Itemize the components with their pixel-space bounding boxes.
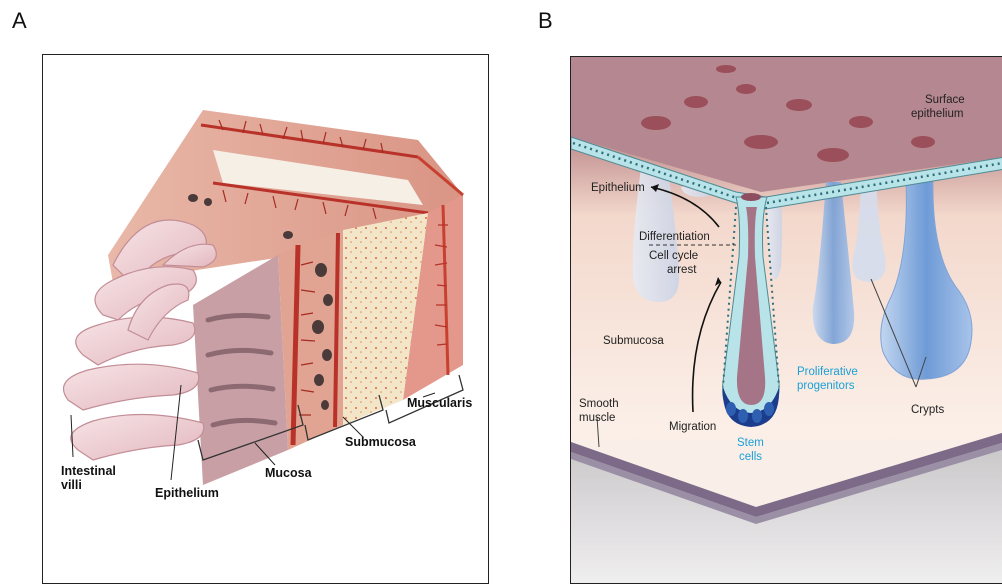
label-stem-cells-2: cells: [739, 451, 762, 463]
label-proliferative-progenitors: Proliferative: [797, 366, 858, 378]
panel-letter-b: B: [538, 8, 553, 34]
label-epithelium-b: Epithelium: [591, 182, 645, 194]
intestinal-villi: [64, 220, 217, 460]
label-intestinal-villi: Intestinal: [61, 464, 116, 478]
label-mucosa: Mucosa: [265, 466, 313, 480]
panel-a-frame: Intestinal villi Epithelium Mucosa Submu…: [42, 54, 489, 584]
label-stem-cells: Stem: [737, 437, 764, 449]
label-differentiation: Differentiation: [639, 231, 710, 243]
label-smooth-muscle-2: muscle: [579, 412, 615, 424]
label-surface-epithelium: Surface: [925, 94, 965, 106]
intestinal-crypt-diagram: Surface epithelium Epithelium Differenti…: [571, 57, 1002, 584]
label-cell-cycle-arrest-2: arrest: [667, 264, 697, 276]
label-crypts: Crypts: [911, 404, 944, 416]
label-submucosa-b: Submucosa: [603, 335, 664, 347]
panel-letter-a: A: [12, 8, 27, 34]
label-smooth-muscle: Smooth: [579, 398, 619, 410]
panel-b-frame: Surface epithelium Epithelium Differenti…: [570, 56, 1002, 584]
label-submucosa-a: Submucosa: [345, 435, 417, 449]
label-proliferative-progenitors-2: progenitors: [797, 380, 855, 392]
label-epithelium-a: Epithelium: [155, 486, 219, 500]
label-migration: Migration: [669, 421, 716, 433]
label-surface-epithelium-2: epithelium: [911, 108, 963, 120]
label-muscularis: Muscularis: [407, 396, 472, 410]
label-cell-cycle-arrest: Cell cycle: [649, 250, 698, 262]
intestine-wall-cross-section-illustration: Intestinal villi Epithelium Mucosa Submu…: [43, 55, 489, 584]
epithelium-face: [193, 255, 288, 485]
label-intestinal-villi-2: villi: [61, 478, 82, 492]
